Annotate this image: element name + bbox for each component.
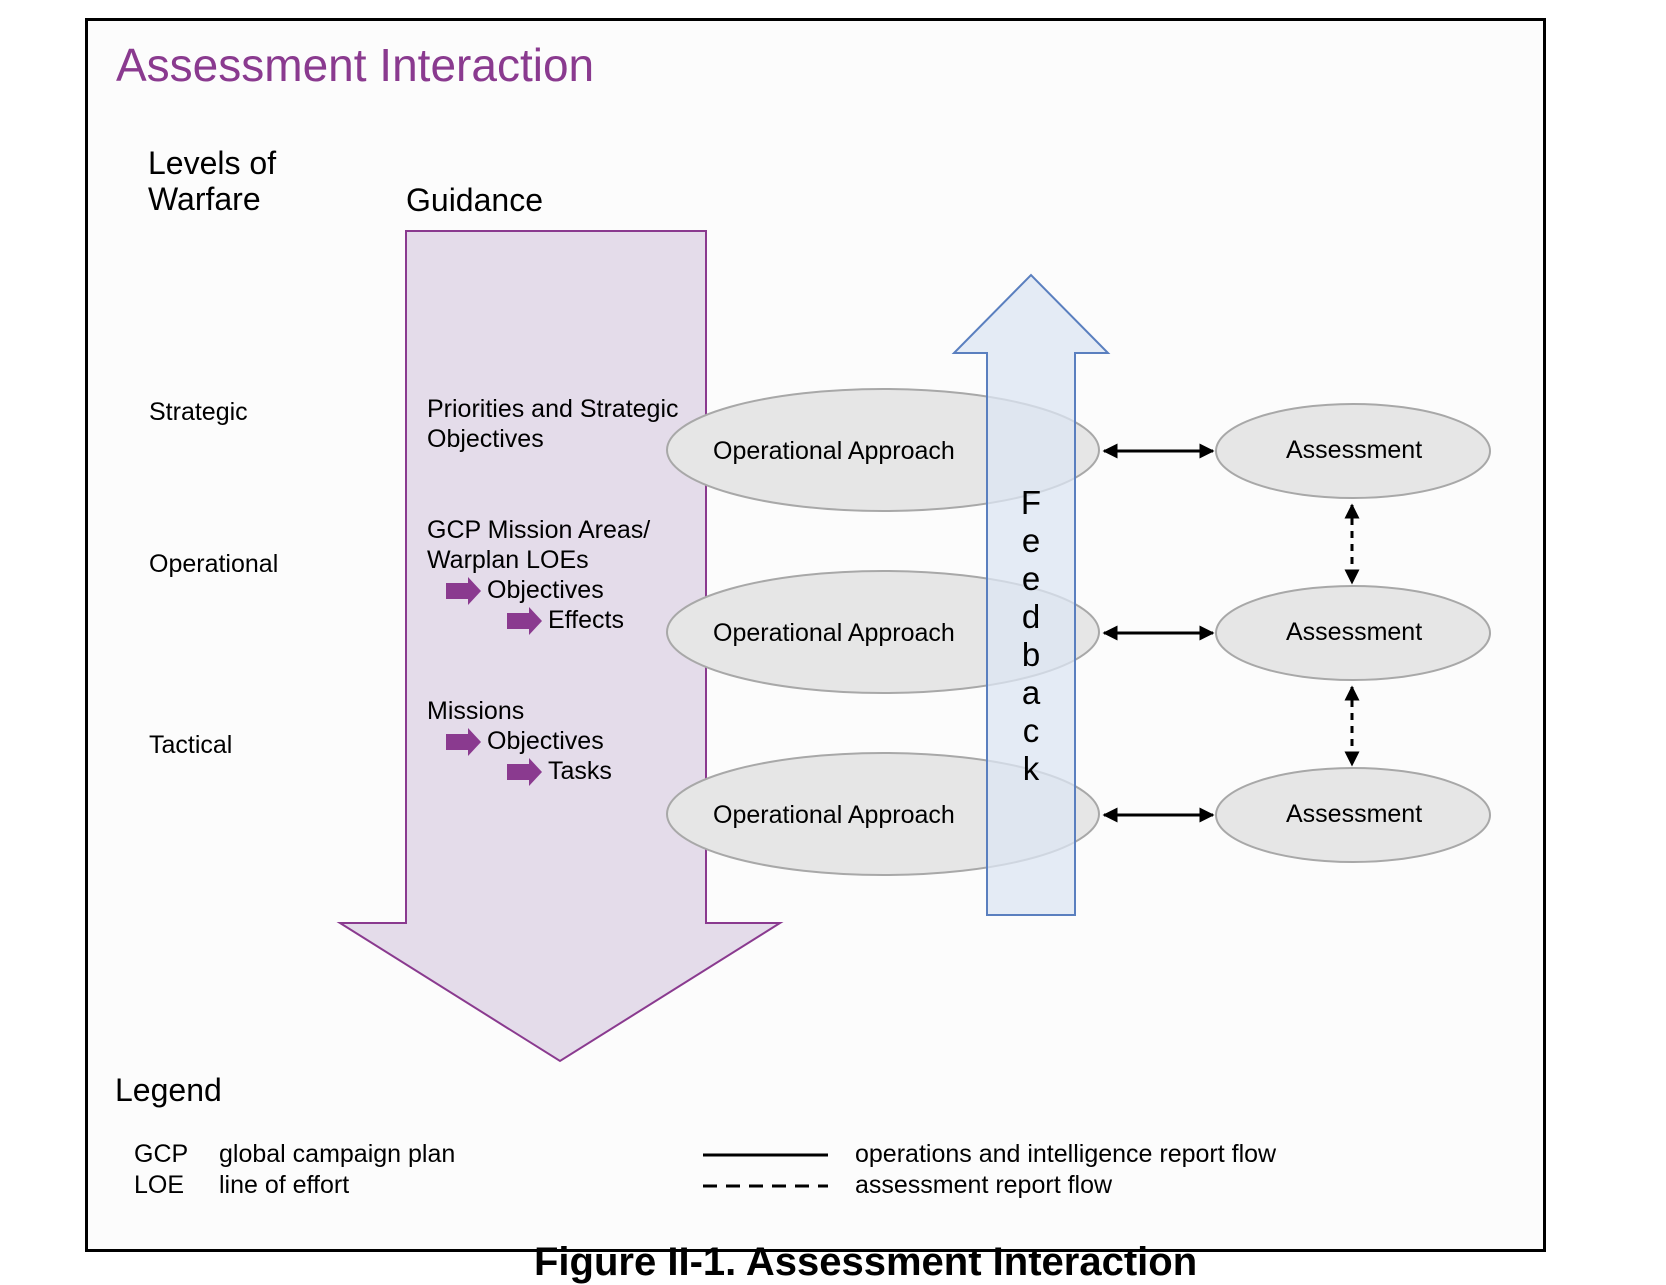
levels-header-line1: Levels of	[148, 145, 277, 181]
guidance-operational-line1: GCP Mission Areas/	[427, 516, 651, 544]
small-arrow-icon	[507, 758, 542, 786]
assessment-label: Assessment	[1286, 436, 1423, 464]
level-operational: Operational	[149, 550, 279, 578]
feedback-letter: a	[1021, 674, 1041, 711]
figure-caption: Figure II-1. Assessment Interaction	[534, 1240, 1198, 1284]
level-strategic: Strategic	[149, 398, 248, 426]
small-arrow-icon	[446, 577, 481, 605]
legend-abbr: LOE	[134, 1171, 185, 1199]
guidance-tactical-missions: Missions	[427, 697, 525, 725]
assessment-ellipse-strategic	[1215, 403, 1491, 499]
guidance-strategic-line1: Priorities and Strategic	[427, 395, 679, 423]
legend-title: Legend	[115, 1072, 222, 1108]
feedback-letter: b	[1021, 636, 1041, 673]
operational-approach-label: Operational Approach	[713, 801, 955, 829]
feedback-letter: F	[1020, 484, 1042, 521]
guidance-operational-line2: Warplan LOEs	[427, 546, 589, 574]
feedback-letter: k	[1022, 750, 1040, 787]
diagram-canvas	[336, 230, 1491, 1188]
diagram-title: Assessment Interaction	[116, 39, 595, 91]
guidance-operational-effects: Effects	[548, 606, 624, 634]
legend-dashed-line-label: assessment report flow	[855, 1171, 1113, 1199]
guidance-operational-objectives: Objectives	[487, 576, 604, 604]
level-tactical: Tactical	[149, 731, 233, 759]
legend-solid-line-label: operations and intelligence report flow	[855, 1140, 1277, 1168]
guidance-tactical-tasks: Tasks	[548, 757, 612, 785]
legend-abbr-meaning: global campaign plan	[219, 1140, 456, 1168]
operational-approach-label: Operational Approach	[713, 437, 955, 465]
legend-abbr: GCP	[134, 1140, 189, 1168]
assessment-ellipse-operational	[1215, 585, 1491, 681]
assessment-label: Assessment	[1286, 800, 1423, 828]
feedback-letter: d	[1021, 598, 1041, 635]
levels-header-line2: Warfare	[148, 181, 261, 217]
feedback-letter: e	[1021, 560, 1041, 597]
legend-abbr-meaning: line of effort	[219, 1171, 350, 1199]
feedback-letter: c	[1022, 712, 1040, 749]
feedback-arrow	[951, 273, 1111, 916]
small-arrow-icon	[507, 607, 542, 635]
assessment-label: Assessment	[1286, 618, 1423, 646]
guidance-tactical-objectives: Objectives	[487, 727, 604, 755]
feedback-letter: e	[1021, 522, 1041, 559]
guidance-header: Guidance	[406, 182, 543, 218]
guidance-strategic-line2: Objectives	[427, 425, 544, 453]
feedback-label: F e e d b a c k	[1016, 484, 1046, 788]
assessment-ellipse-tactical	[1215, 767, 1491, 863]
operational-approach-label: Operational Approach	[713, 619, 955, 647]
small-arrow-icon	[446, 728, 481, 756]
